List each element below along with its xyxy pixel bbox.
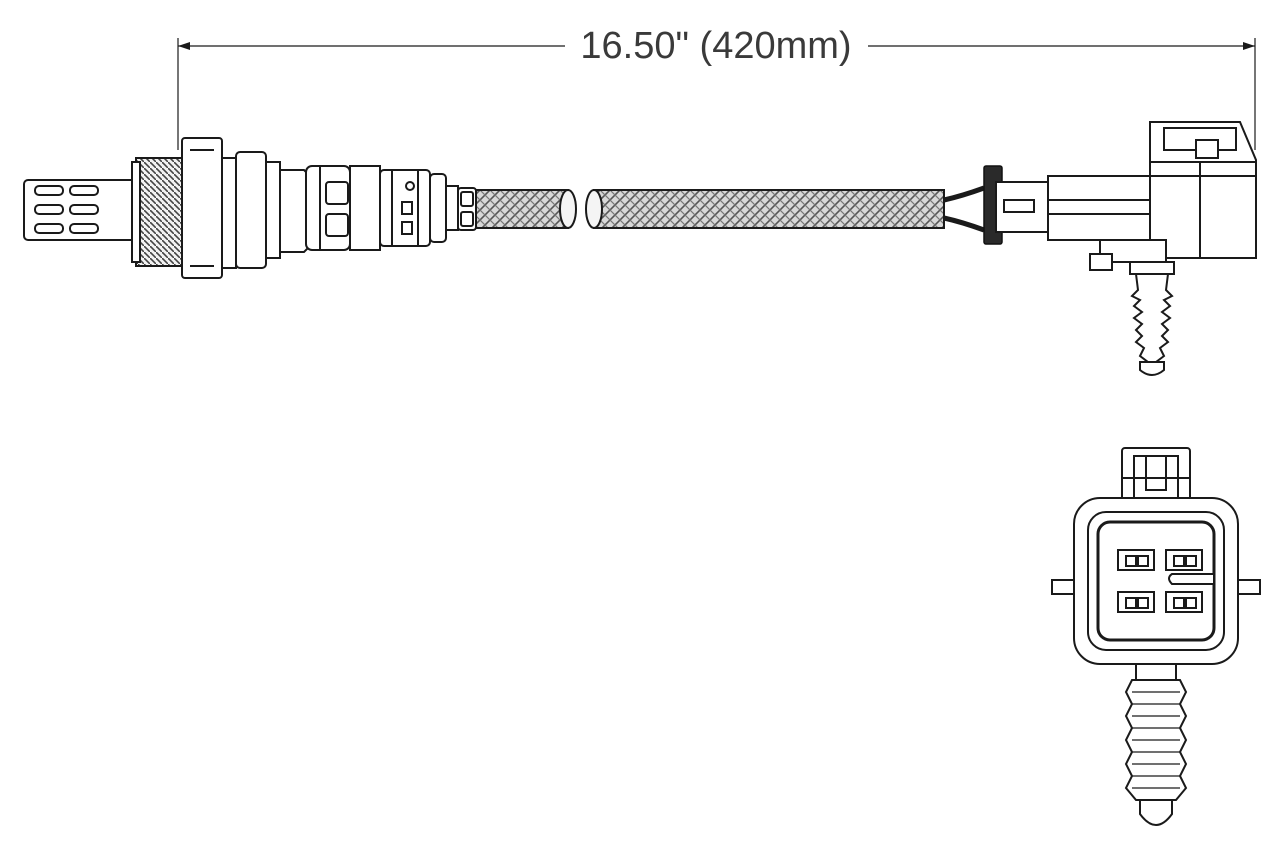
dimension-line: 16.50" (420mm) bbox=[177, 25, 1256, 150]
connector-side-clip bbox=[1129, 261, 1175, 376]
pin-1 bbox=[1117, 549, 1155, 571]
pin-3 bbox=[1117, 591, 1155, 613]
sensor-thread bbox=[131, 157, 183, 267]
connector-front-view bbox=[1051, 447, 1261, 826]
connector-side-view bbox=[983, 121, 1257, 376]
pin-2 bbox=[1165, 549, 1203, 571]
cable-wires bbox=[943, 185, 985, 233]
connector-pins bbox=[1117, 549, 1203, 613]
dimension-label: 16.50" (420mm) bbox=[580, 25, 851, 67]
sensor-housing bbox=[235, 151, 459, 269]
braided-cable bbox=[475, 189, 945, 229]
sensor-probe-tip bbox=[23, 179, 137, 241]
connector-boot bbox=[1124, 663, 1188, 826]
sensor-hex-nut bbox=[181, 137, 237, 279]
pin-4 bbox=[1165, 591, 1203, 613]
sensor-grommet bbox=[457, 187, 477, 231]
sensor-body bbox=[23, 137, 477, 279]
